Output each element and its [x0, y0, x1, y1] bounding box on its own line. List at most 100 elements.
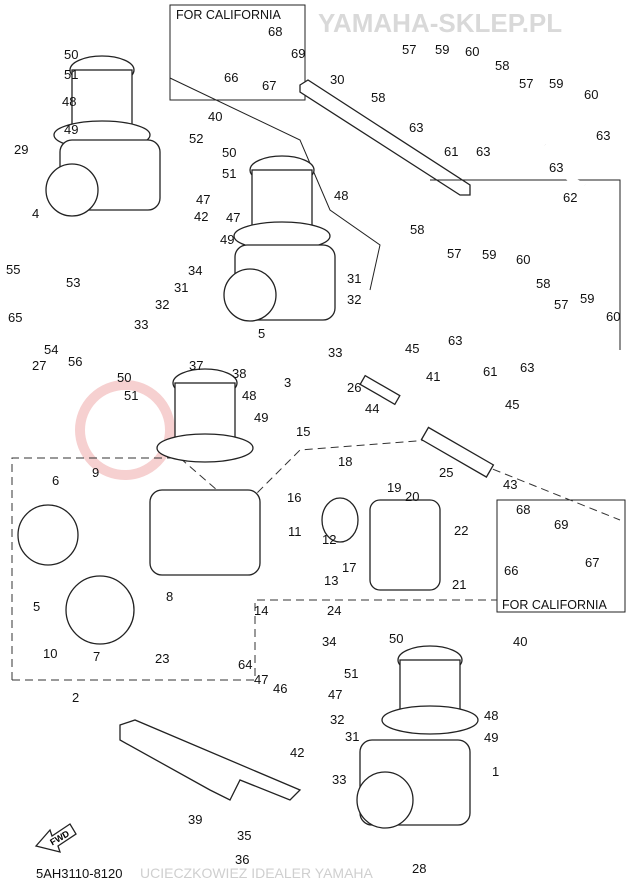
- part-label-30: 30: [330, 72, 344, 87]
- part-label-47: 47: [196, 192, 210, 207]
- part-label-13: 13: [324, 573, 338, 588]
- part-label-40: 40: [208, 109, 222, 124]
- california-label-bottom: FOR CALIFORNIA: [502, 598, 608, 612]
- part-label-60: 60: [516, 252, 530, 267]
- part-label-63: 63: [448, 333, 462, 348]
- part-label-67: 67: [585, 555, 599, 570]
- part-label-48: 48: [242, 388, 256, 403]
- part-label-10: 10: [43, 646, 57, 661]
- part-label-61: 61: [444, 144, 458, 159]
- part-label-46: 46: [273, 681, 287, 696]
- part-label-4: 4: [32, 206, 39, 221]
- frame-lines: [169, 77, 381, 291]
- part-label-49: 49: [220, 232, 234, 247]
- part-label-57: 57: [402, 42, 416, 57]
- throttle-linkage: [119, 719, 302, 801]
- part-label-38: 38: [232, 366, 246, 381]
- hose-44: [359, 374, 401, 406]
- part-label-58: 58: [536, 276, 550, 291]
- fwd-arrow: FWD: [34, 823, 77, 853]
- part-label-50: 50: [222, 145, 236, 160]
- part-label-16: 16: [287, 490, 301, 505]
- part-label-32: 32: [155, 297, 169, 312]
- part-label-58: 58: [495, 58, 509, 73]
- part-label-43: 43: [503, 477, 517, 492]
- part-label-57: 57: [447, 246, 461, 261]
- part-label-3: 3: [284, 375, 291, 390]
- part-label-51: 51: [222, 166, 236, 181]
- california-box-top: [169, 4, 306, 101]
- watermark-subtext: UCIECZKOWIEZ IDEALER YAMAHA: [140, 865, 374, 881]
- part-label-51: 51: [344, 666, 358, 681]
- part-label-59: 59: [435, 42, 449, 57]
- part-label-62: 62: [563, 190, 577, 205]
- part-label-63: 63: [549, 160, 563, 175]
- part-label-32: 32: [330, 712, 344, 727]
- part-label-58: 58: [410, 222, 424, 237]
- part-label-50: 50: [64, 47, 78, 62]
- part-label-48: 48: [62, 94, 76, 109]
- part-label-20: 20: [405, 489, 419, 504]
- part-label-52: 52: [189, 131, 203, 146]
- part-label-9: 9: [92, 465, 99, 480]
- part-label-48: 48: [334, 188, 348, 203]
- carburetor-4: [356, 645, 479, 829]
- part-label-31: 31: [347, 271, 361, 286]
- watermark-logo: [75, 380, 175, 480]
- part-label-27: 27: [32, 358, 46, 373]
- carburetor-1: [45, 55, 161, 217]
- part-label-18: 18: [338, 454, 352, 469]
- part-label-50: 50: [117, 370, 131, 385]
- part-label-56: 56: [68, 354, 82, 369]
- part-label-69: 69: [554, 517, 568, 532]
- part-label-47: 47: [226, 210, 240, 225]
- part-label-37: 37: [189, 358, 203, 373]
- part-label-57: 57: [519, 76, 533, 91]
- part-label-47: 47: [254, 672, 268, 687]
- hose-43: [420, 426, 495, 478]
- part-label-49: 49: [254, 410, 268, 425]
- part-label-59: 59: [580, 291, 594, 306]
- part-label-21: 21: [452, 577, 466, 592]
- fuel-rail-bar: [299, 79, 471, 196]
- part-label-12: 12: [322, 532, 336, 547]
- float-bowl: [369, 499, 441, 591]
- part-label-17: 17: [342, 560, 356, 575]
- part-label-60: 60: [584, 87, 598, 102]
- part-label-64: 64: [238, 657, 252, 672]
- part-label-5: 5: [33, 599, 40, 614]
- california-label-top: FOR CALIFORNIA: [176, 8, 282, 22]
- part-label-19: 19: [387, 480, 401, 495]
- part-label-67: 67: [262, 78, 276, 93]
- part-label-31: 31: [174, 280, 188, 295]
- part-label-65: 65: [8, 310, 22, 325]
- part-label-41: 41: [426, 369, 440, 384]
- part-label-36: 36: [235, 852, 249, 867]
- part-label-63: 63: [596, 128, 610, 143]
- part-label-24: 24: [327, 603, 341, 618]
- carburetor-2: [223, 155, 336, 322]
- part-label-51: 51: [64, 67, 78, 82]
- part-label-44: 44: [365, 401, 379, 416]
- part-label-35: 35: [237, 828, 251, 843]
- hose-62-inner: [542, 143, 586, 188]
- frame-lines-2: [430, 179, 621, 350]
- part-label-8: 8: [166, 589, 173, 604]
- part-label-47: 47: [328, 687, 342, 702]
- part-label-25: 25: [439, 465, 453, 480]
- part-label-22: 22: [454, 523, 468, 538]
- float: [321, 497, 359, 543]
- part-label-68: 68: [268, 24, 282, 39]
- part-label-1: 1: [492, 764, 499, 779]
- part-label-33: 33: [332, 772, 346, 787]
- part-label-33: 33: [134, 317, 148, 332]
- part-label-7: 7: [93, 649, 100, 664]
- carburetor-3: [17, 368, 261, 645]
- part-label-49: 49: [64, 122, 78, 137]
- part-label-42: 42: [290, 745, 304, 760]
- part-label-69: 69: [291, 46, 305, 61]
- part-label-57: 57: [554, 297, 568, 312]
- part-label-33: 33: [328, 345, 342, 360]
